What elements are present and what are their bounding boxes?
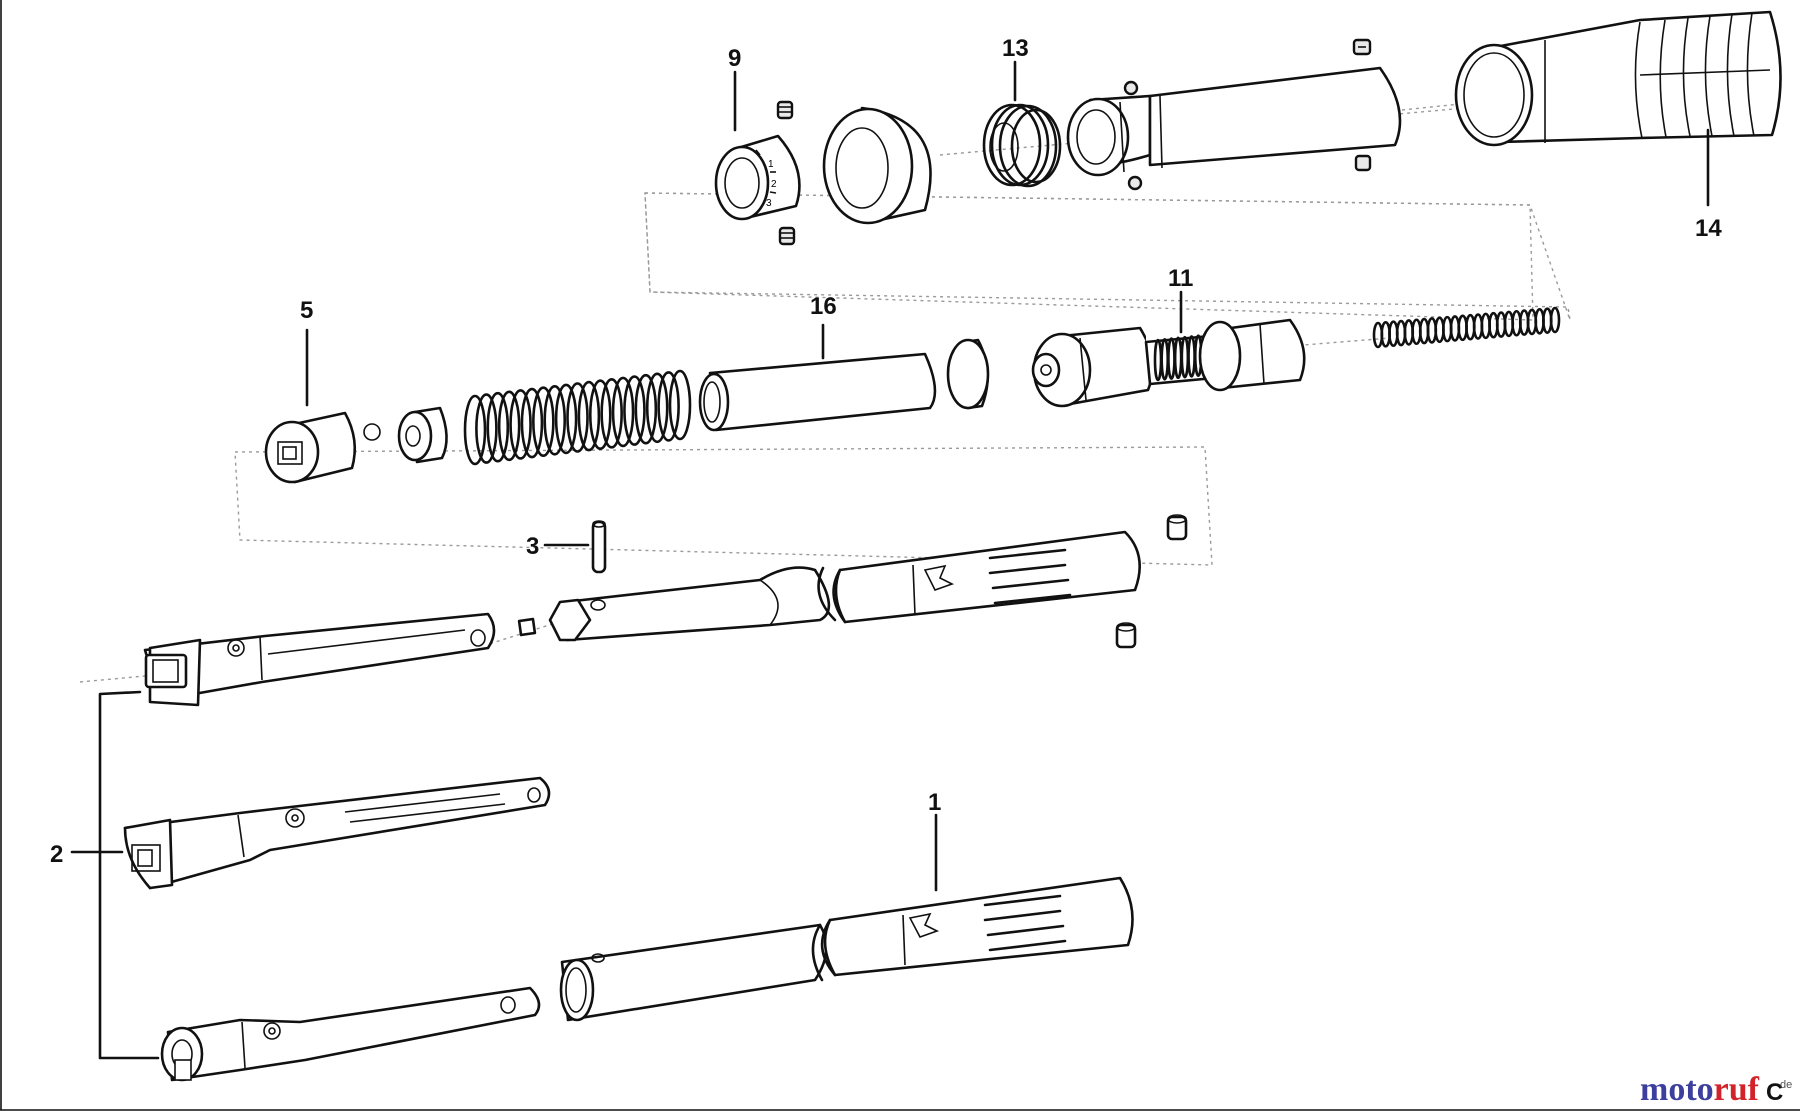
adjuster-spring [1372, 306, 1561, 349]
spring-coil [475, 393, 498, 464]
label-part-13: 13 [1002, 35, 1029, 62]
watermark-logo: motoruf C de [1640, 1071, 1792, 1108]
spring-coil [668, 369, 692, 441]
label-part-9: 9 [728, 45, 741, 72]
svg-text:motoruf: motoruf [1640, 1071, 1760, 1108]
watermark-blue: moto [1640, 1071, 1714, 1108]
spring-coil [600, 378, 623, 449]
watermark-suffix: C [1766, 1079, 1783, 1106]
spring-coil [497, 390, 521, 462]
spring-coil [588, 379, 612, 451]
spring-coil [1549, 306, 1561, 334]
spring-coil [566, 382, 589, 453]
wrench-head-round [160, 986, 541, 1082]
spring-coil [645, 372, 669, 444]
handle-body-lower [820, 876, 1134, 977]
label-part-16: 16 [810, 293, 837, 320]
handle-body-upper [832, 530, 1141, 624]
disc [946, 338, 990, 410]
ball-lower [1127, 175, 1143, 191]
spring-coil [543, 384, 567, 456]
adjuster-tube [1066, 66, 1402, 177]
watermark-tiny: de [1780, 1079, 1792, 1091]
grub-screw-upper [776, 100, 794, 120]
main-spring [463, 369, 692, 466]
small-cylinder-lower [1115, 622, 1137, 649]
ball-upper [1123, 80, 1139, 96]
label-part-3: 3 [526, 533, 539, 560]
spring-coil [463, 394, 487, 466]
dial-mark-1: 1 [768, 159, 774, 170]
spring-coil [634, 373, 658, 445]
label-part-14: 14 [1695, 215, 1722, 242]
part-14-grip [1454, 10, 1782, 147]
spring-coil [509, 389, 532, 460]
spring-seat [397, 406, 448, 464]
screw-top [1352, 38, 1372, 56]
small-cylinder-upper [1166, 514, 1188, 541]
dial-mark-3: 3 [766, 198, 772, 209]
label-part-11: 11 [1168, 265, 1193, 292]
spring-coil [657, 371, 680, 442]
part-11-adjuster [1031, 318, 1306, 408]
watermark-red: ruf [1714, 1071, 1760, 1108]
spring-coil [611, 376, 635, 448]
spring-coil [577, 380, 601, 452]
screw-bottom [1354, 154, 1372, 172]
part-13-spring [982, 103, 1062, 188]
spring-coil [623, 375, 646, 446]
handle-tube-upper [548, 566, 837, 642]
handle-tube-lower [559, 923, 828, 1022]
dial-mark-2: 2 [771, 179, 777, 190]
steel-ball [363, 423, 381, 441]
spring-coil [532, 386, 555, 457]
locking-ring [822, 106, 932, 225]
spring-coil [486, 391, 510, 463]
grub-screw-lower [778, 226, 796, 246]
spring-coil [520, 387, 544, 459]
label-part-1: 1 [928, 789, 941, 816]
part-3-pin [591, 520, 607, 574]
part-9-dial-collar: 1 2 3 [714, 134, 801, 221]
small-cube [517, 617, 537, 637]
part-16-tube [698, 352, 937, 432]
spring-coil [554, 383, 578, 455]
label-part-2: 2 [50, 841, 63, 868]
part-5-cap [264, 411, 357, 484]
label-part-5: 5 [300, 297, 313, 324]
wrench-head-square [143, 612, 496, 707]
wrench-head-open [123, 776, 551, 890]
callout-leaders [70, 60, 1710, 1060]
